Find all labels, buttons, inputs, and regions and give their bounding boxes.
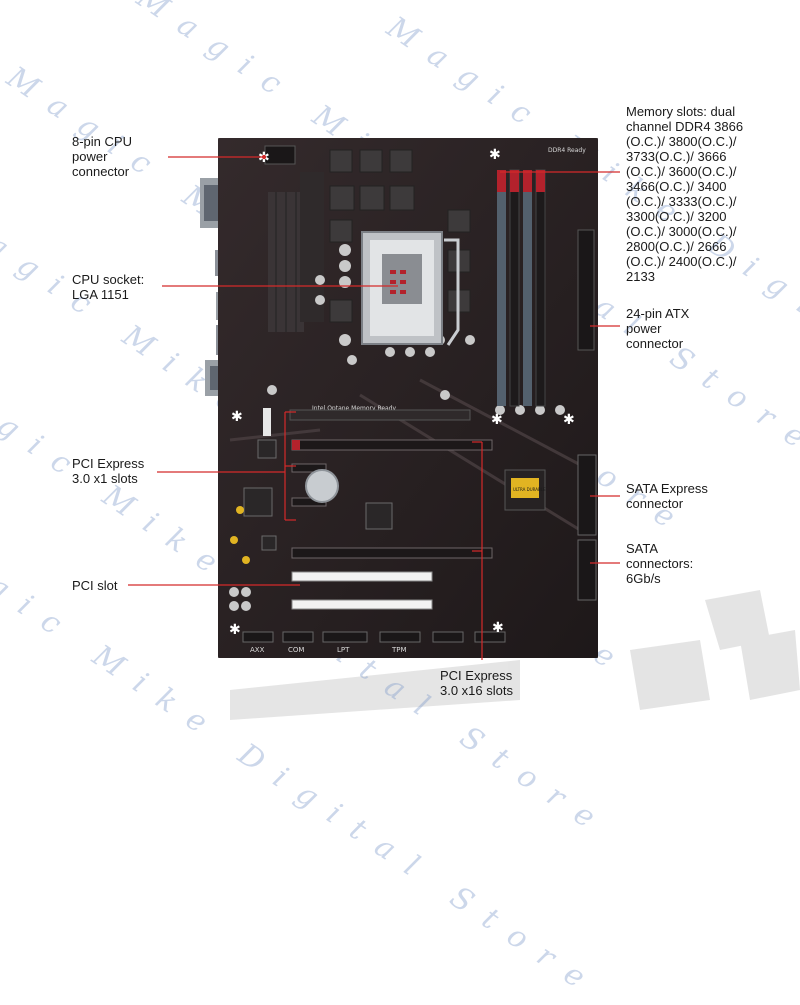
sata-ports: [577, 539, 597, 601]
pcie-slots: [291, 439, 493, 610]
callout-lines: [128, 154, 620, 660]
callout-memory-slots: Memory slots: dual channel DDR4 3866 (O.…: [626, 104, 744, 284]
atx-power-header: [577, 229, 595, 351]
memory-slots: [497, 169, 546, 407]
svg-text:✱: ✱: [563, 411, 575, 427]
bottom-headers: [242, 631, 506, 643]
sata-express-port: [577, 454, 597, 536]
callout-atx-power-connector: 24-pin ATX power connector: [626, 306, 690, 351]
callout-pci-slot: PCI slot: [72, 578, 118, 593]
callout-sata-express-connector: SATA Express connector: [626, 481, 708, 511]
header-label-axx: AXX: [250, 646, 265, 654]
callout-pcie-x1-slots: PCI Express 3.0 x1 slots: [72, 456, 145, 486]
callout-pcie-x16-slots: PCI Express 3.0 x16 slots: [440, 668, 513, 698]
svg-text:✱: ✱: [491, 411, 503, 427]
ddr4-ready-label: DDR4 Ready: [548, 147, 586, 154]
header-label-com: COM: [288, 646, 304, 654]
vrm-heatsink: [268, 172, 324, 332]
motherboard-image: DDR4 Ready ULTRA DURABLE Intel Optane Me…: [128, 138, 620, 660]
callout-cpu-power-connector: 8-pin CPU power connector: [72, 134, 132, 179]
background-logo-shape: [230, 590, 800, 720]
header-label-lpt: LPT: [337, 646, 350, 654]
cpu-power-header: [264, 145, 296, 165]
optane-label: Intel Optane Memory Ready: [312, 405, 397, 412]
ultra-durable-badge: ULTRA DURABLE: [513, 487, 546, 492]
cmos-battery: [305, 469, 339, 503]
callout-sata-connectors: SATA connectors: 6Gb/s: [626, 541, 694, 586]
header-label-tpm: TPM: [391, 646, 407, 654]
svg-text:✱: ✱: [231, 408, 243, 424]
cpu-socket: [361, 231, 460, 346]
svg-text:✱: ✱: [489, 146, 501, 162]
svg-text:✱: ✱: [492, 619, 504, 635]
svg-text:✱: ✱: [229, 621, 241, 637]
callout-cpu-socket: CPU socket: LGA 1151: [72, 272, 145, 302]
chipset-heatsink: ULTRA DURABLE: [504, 469, 546, 511]
vrm-chokes: [329, 149, 471, 323]
